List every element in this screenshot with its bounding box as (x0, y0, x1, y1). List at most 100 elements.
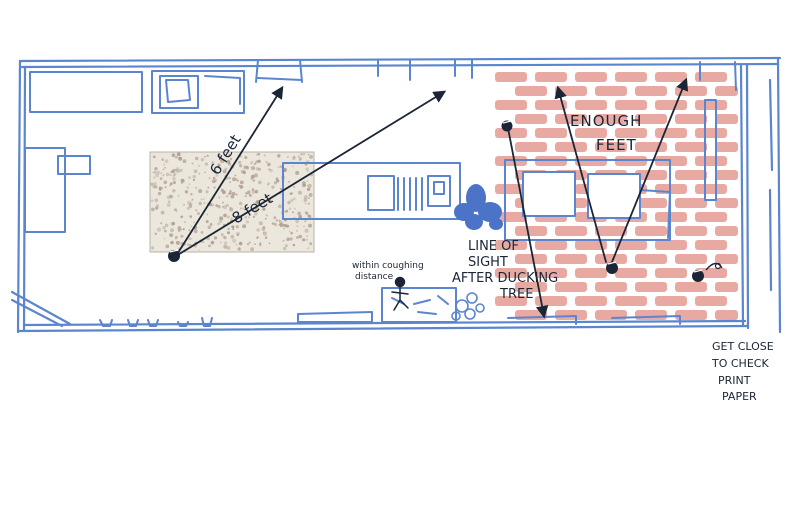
rug-dot (225, 195, 229, 198)
brick (535, 268, 567, 278)
rug-dot (174, 155, 178, 159)
brick (655, 268, 687, 278)
sink-detail (165, 75, 241, 105)
rug-dot (195, 186, 198, 190)
rug-dot (217, 205, 221, 209)
rug-dot (154, 185, 157, 188)
rug-dot (162, 168, 165, 171)
outer-walls (10, 56, 782, 334)
rug-dot (217, 196, 221, 199)
rug-dot (235, 243, 238, 246)
top-furniture (29, 59, 737, 114)
brick (655, 72, 687, 82)
rug-dot (246, 190, 251, 195)
rug-dot (235, 225, 239, 229)
rug-dot (178, 156, 180, 159)
rug-dot (248, 190, 251, 192)
rug-dot (306, 187, 311, 191)
rug-dot (174, 208, 177, 212)
rug-dot (172, 189, 176, 193)
shelf-box-1 (367, 175, 395, 211)
rug-dot (290, 231, 293, 235)
shelf-books (397, 177, 423, 211)
rug-dot (207, 186, 210, 189)
rug-dot (297, 211, 302, 216)
rug-dot (245, 165, 248, 168)
rug-dot (275, 178, 278, 181)
rug-dot (310, 173, 314, 177)
brick (695, 156, 727, 166)
rug-dot (153, 182, 157, 186)
rug-dot (238, 241, 243, 246)
rug-dot (279, 220, 283, 224)
rug-dot (164, 159, 169, 164)
rug-dot (213, 236, 218, 240)
brick (555, 142, 587, 152)
rug-dot (156, 170, 161, 175)
brick (675, 142, 707, 152)
rug-dot (222, 169, 227, 174)
rug-dot (240, 207, 242, 210)
brick (575, 296, 607, 306)
rug-dot (207, 225, 212, 230)
brick (575, 100, 607, 110)
conference-table (504, 99, 717, 241)
rug-dot (295, 219, 299, 224)
left-wall (16, 59, 27, 334)
rug-dot (223, 236, 227, 240)
brick (675, 198, 707, 208)
rug-dot (276, 179, 280, 183)
rug-dot (306, 180, 309, 183)
brick (595, 86, 627, 96)
brick (615, 268, 647, 278)
rug-dot (186, 200, 192, 205)
rug-dot (252, 215, 255, 218)
label-line-of: LINE OF (468, 239, 519, 254)
rug-dot (258, 221, 263, 226)
rug-dot (235, 193, 238, 196)
printer-detail (391, 295, 449, 315)
rug-dot (193, 221, 196, 224)
rug-dot (186, 186, 189, 189)
rug-dot (235, 178, 239, 182)
rug-dot (209, 223, 213, 226)
brick (535, 72, 567, 82)
brick (675, 226, 707, 236)
brick (635, 310, 667, 320)
rug-dot (182, 159, 187, 164)
rug-dot (262, 231, 265, 234)
rug-dot (203, 198, 205, 201)
rug-dot (191, 162, 194, 165)
arrow-icon (507, 127, 549, 319)
rug-dot (297, 155, 300, 158)
rug-dot (208, 177, 211, 180)
window-4 (699, 61, 737, 91)
rug-dot (152, 171, 154, 174)
rug-dot (228, 192, 232, 195)
rug-dot (229, 157, 233, 161)
rug-dot (259, 243, 262, 247)
rug-dot (206, 213, 209, 216)
rug-dot (182, 228, 185, 231)
rug-dot (264, 217, 267, 220)
rug-dot (254, 161, 258, 165)
top-wall (18, 56, 782, 69)
rug-dot (169, 174, 172, 177)
rug-dot (238, 160, 242, 165)
rug-dot (169, 194, 172, 198)
rug-dot (279, 165, 283, 168)
rug-dot (262, 207, 266, 211)
rug-dot (210, 240, 215, 245)
rug-dot (157, 191, 162, 196)
rug-dot (303, 195, 308, 200)
rug-dot (255, 167, 260, 171)
door-corner (10, 290, 72, 328)
rug-dot (247, 243, 249, 246)
rug-dot (229, 181, 232, 184)
brick (615, 296, 647, 306)
rug-dot (307, 247, 310, 250)
label-within-coughing: within coughing (352, 261, 424, 271)
brick (615, 128, 647, 138)
arrow-icon (175, 90, 447, 257)
brick (715, 254, 738, 264)
